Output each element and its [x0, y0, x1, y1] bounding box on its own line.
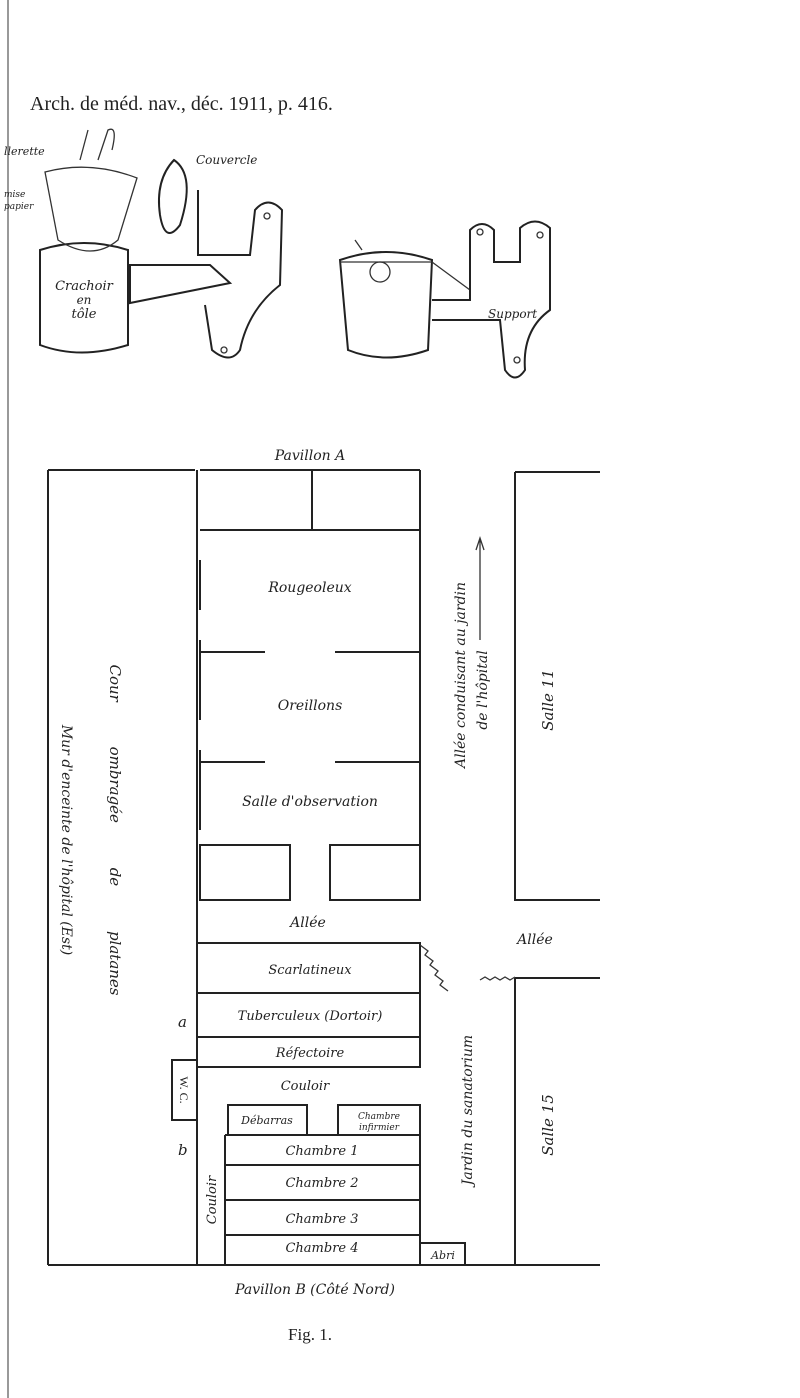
label-debarras: Débarras: [240, 1114, 293, 1127]
label-mark-b: b: [178, 1141, 188, 1159]
label-refectoire: Réfectoire: [275, 1046, 345, 1061]
label-mark-a: a: [178, 1013, 187, 1031]
label-chambre-infirmier-2: infirmier: [359, 1123, 400, 1133]
label-rougeoleux: Rougeoleux: [267, 580, 351, 596]
label-salle-11: Salle 11: [539, 669, 557, 731]
label-scarlatineux: Scarlatineux: [268, 963, 352, 978]
label-collerette: llerette: [4, 145, 45, 158]
label-abri: Abri: [430, 1249, 455, 1262]
label-chambre-1: Chambre 1: [285, 1144, 358, 1159]
label-support: Support: [488, 307, 537, 321]
figure-caption: Fig. 1.: [288, 1325, 332, 1344]
label-crachoir-1: Crachoir: [55, 279, 114, 294]
label-oreillons: Oreillons: [278, 698, 343, 714]
label-pavillon-a: Pavillon A: [274, 448, 346, 464]
label-couloir-h: Couloir: [281, 1079, 330, 1094]
label-cour: Cour ombragée de platanes: [106, 665, 124, 996]
label-mur: Mur d'enceinte de l'hôpital (Est): [58, 724, 74, 955]
label-crachoir-3: tôle: [72, 307, 97, 322]
label-chemise-1: mise: [4, 190, 25, 200]
label-couvercle: Couvercle: [196, 153, 257, 167]
label-jardin: Jardin du sanatorium: [460, 1035, 476, 1188]
label-crachoir-2: en: [77, 293, 92, 307]
label-pavillon-b: Pavillon B (Côté Nord): [234, 1282, 395, 1298]
label-chambre-4: Chambre 4: [285, 1241, 358, 1256]
label-chambre-3: Chambre 3: [285, 1212, 358, 1227]
label-salle-observation: Salle d'observation: [242, 794, 378, 810]
label-salle-15: Salle 15: [539, 1094, 557, 1156]
label-allee-conduisant-2: de l'hôpital: [475, 650, 491, 729]
label-chambre-2: Chambre 2: [285, 1176, 358, 1191]
header-citation: Arch. de méd. nav., déc. 1911, p. 416.: [30, 93, 333, 115]
label-chemise-2: papier: [4, 202, 34, 212]
label-tuberculeux: Tuberculeux (Dortoir): [238, 1009, 383, 1024]
label-allee-conduisant-1: Allée conduisant au jardin: [453, 582, 469, 770]
label-allee-right: Allée: [515, 932, 553, 948]
label-allee-center: Allée: [288, 915, 326, 931]
label-couloir-v: Couloir: [205, 1175, 220, 1224]
floor-plan: [47, 469, 600, 1266]
label-wc: W. C.: [177, 1076, 191, 1103]
spittoon-closed-drawing: [338, 220, 551, 379]
spittoon-open-drawing: [39, 128, 284, 359]
label-chambre-infirmier-1: Chambre: [358, 1112, 400, 1122]
